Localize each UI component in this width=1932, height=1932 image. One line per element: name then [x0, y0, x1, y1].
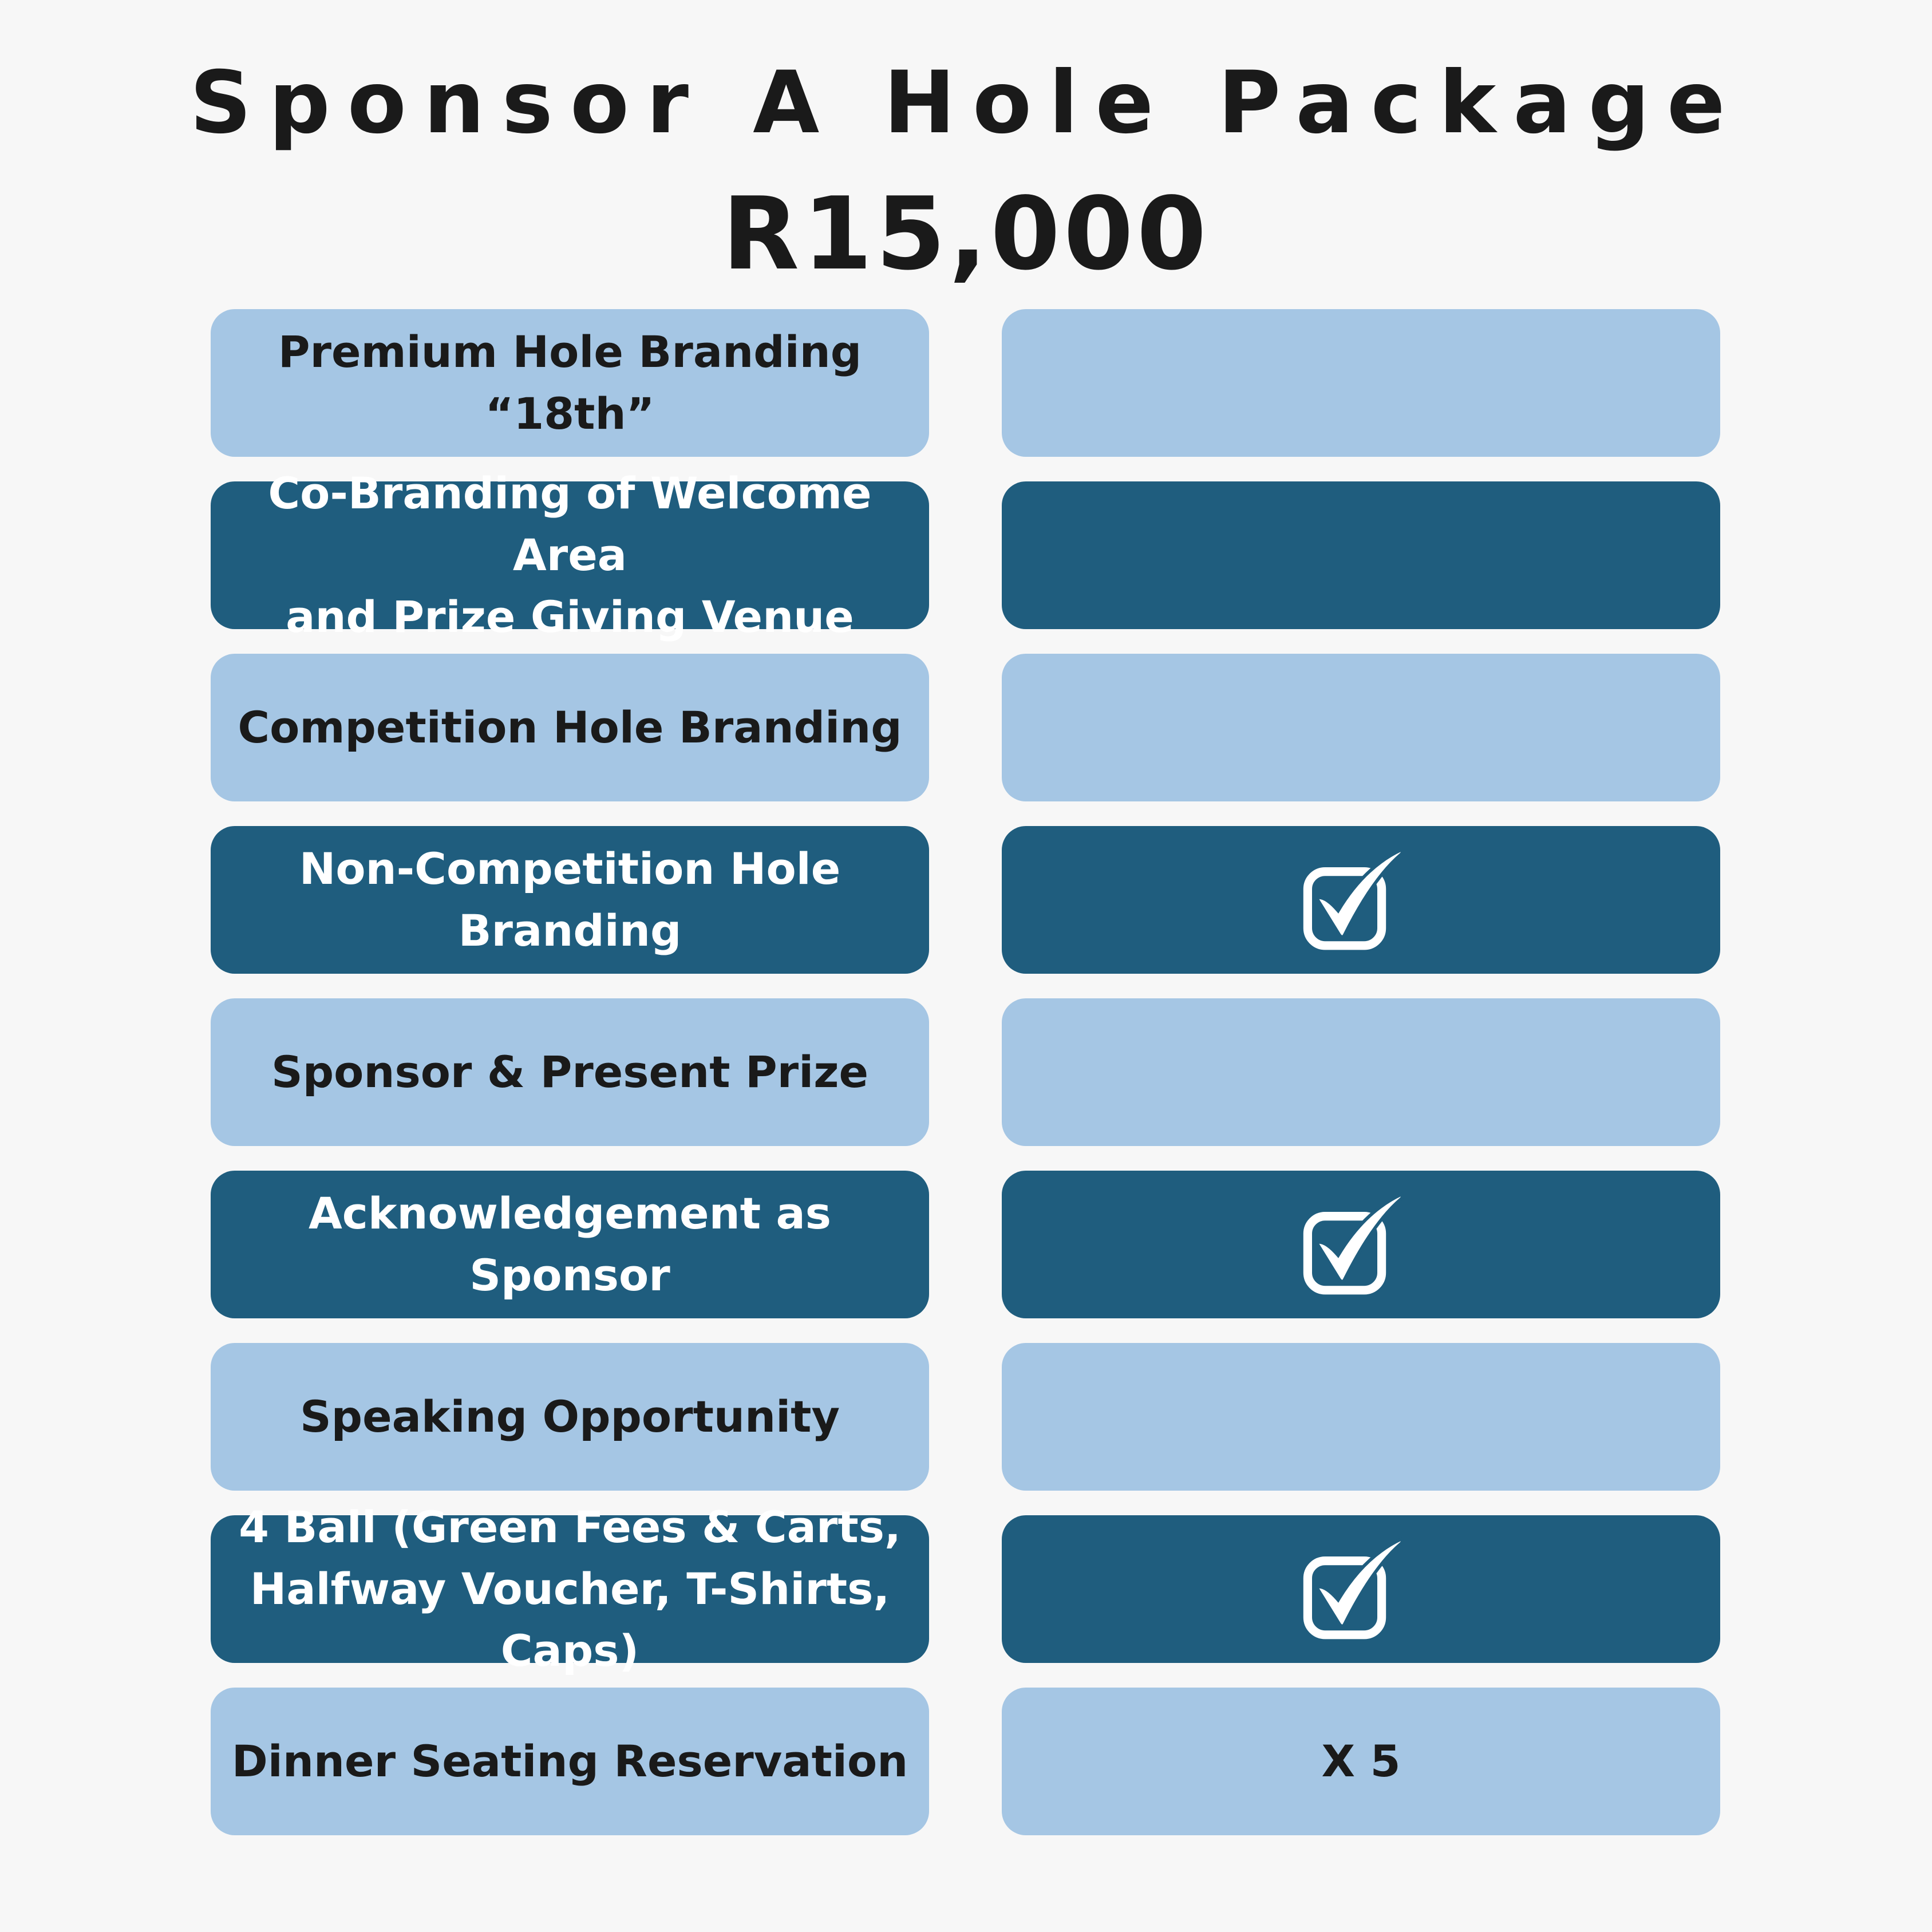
feature-label-cell: Co-Branding of Welcome Area and Prize Gi…	[211, 468, 929, 642]
feature-value-cell	[1002, 826, 1720, 974]
feature-value-cell	[1002, 309, 1720, 457]
feature-value: X 5	[1321, 1736, 1401, 1787]
feature-value-cell	[1002, 998, 1720, 1146]
feature-label: Premium Hole Branding “18th”	[278, 326, 862, 439]
feature-value-cell	[1002, 1515, 1720, 1663]
table-row: Co-Branding of Welcome Area and Prize Gi…	[211, 468, 1722, 642]
feature-label: 4 Ball (Green Fees & Carts, Halfway Vouc…	[239, 1502, 901, 1676]
feature-label-cell: Competition Hole Branding	[211, 654, 929, 801]
feature-label: Non-Competition Hole Branding	[299, 843, 841, 956]
table-row: Premium Hole Branding “18th”	[211, 309, 1722, 457]
checkbox-checked-icon	[1303, 1537, 1404, 1639]
table-row: Speaking Opportunity	[211, 1343, 1722, 1491]
feature-label: Competition Hole Branding	[238, 702, 902, 753]
feature-value-cell	[1002, 654, 1720, 801]
checkbox-checked-icon	[1303, 1192, 1404, 1295]
feature-label: Speaking Opportunity	[299, 1391, 840, 1442]
table-row: Sponsor & Present Prize	[211, 998, 1722, 1146]
feature-label-cell: Dinner Seating Reservation	[211, 1688, 929, 1835]
table-row: Acknowledgement as Sponsor	[211, 1171, 1722, 1318]
feature-label: Dinner Seating Reservation	[231, 1736, 908, 1787]
checkbox-checked-icon	[1303, 848, 1404, 950]
feature-value-cell	[1002, 481, 1720, 629]
feature-label-cell: Non-Competition Hole Branding	[211, 826, 929, 974]
feature-value-cell	[1002, 1171, 1720, 1318]
package-price: R15,000	[722, 176, 1210, 293]
feature-label: Acknowledgement as Sponsor	[308, 1188, 832, 1301]
table-row: Dinner Seating Reservation X 5	[211, 1688, 1722, 1835]
package-title: Sponsor A Hole Package	[189, 53, 1743, 153]
feature-label-cell: Sponsor & Present Prize	[211, 998, 929, 1146]
feature-label: Co-Branding of Welcome Area and Prize Gi…	[268, 468, 872, 642]
table-row: Non-Competition Hole Branding	[211, 826, 1722, 974]
table-row: Competition Hole Branding	[211, 654, 1722, 801]
feature-value-cell: X 5	[1002, 1688, 1720, 1835]
feature-label-cell: Premium Hole Branding “18th”	[211, 309, 929, 457]
feature-label: Sponsor & Present Prize	[271, 1046, 868, 1097]
table-row: 4 Ball (Green Fees & Carts, Halfway Vouc…	[211, 1502, 1722, 1676]
feature-label-cell: Acknowledgement as Sponsor	[211, 1171, 929, 1318]
feature-label-cell: Speaking Opportunity	[211, 1343, 929, 1491]
feature-value-cell	[1002, 1343, 1720, 1491]
feature-label-cell: 4 Ball (Green Fees & Carts, Halfway Vouc…	[211, 1502, 929, 1676]
